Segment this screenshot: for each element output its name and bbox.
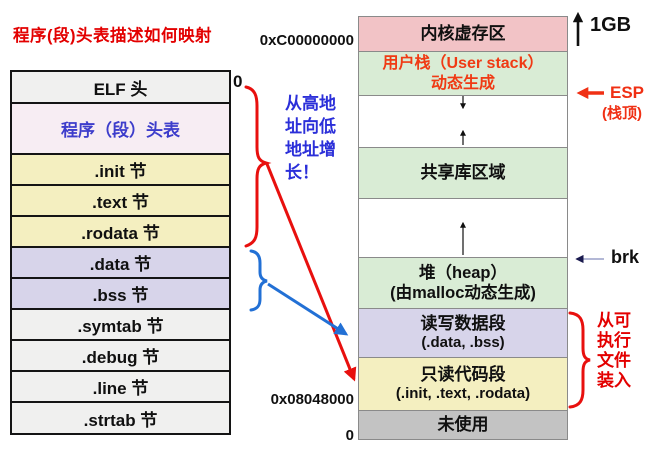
block-sublabel: (由malloc动态生成): [390, 284, 536, 302]
block-label: 堆（heap）: [418, 264, 507, 282]
blue-data-brace: [249, 249, 268, 312]
note-line: 从可: [597, 311, 631, 330]
row-label: .symtab 节: [77, 317, 164, 336]
note-line: 文件: [597, 351, 631, 370]
elf-row-rodata: .rodata 节: [12, 217, 229, 248]
note-line: 从高地: [285, 94, 336, 113]
blue-mapping-arrow: [267, 282, 349, 336]
esp-label: ESP: [610, 83, 645, 102]
block-label: 只读代码段: [420, 365, 506, 384]
elf-row-program-header-table: 程序（段）头表: [12, 104, 229, 155]
elf-file-table: ELF 头 程序（段）头表 .init 节 .text 节 .rodata 节 …: [10, 70, 231, 435]
block-label: 共享库区域: [420, 163, 506, 182]
note-line: 长！: [285, 163, 319, 182]
note-line: 地址增: [285, 140, 336, 159]
row-label: .strtab 节: [83, 410, 158, 430]
block-sublabel: (.data, .bss): [421, 334, 505, 351]
block-label: 读写数据段: [420, 314, 506, 333]
page-title: 程序(段)头表描述如何映射: [13, 27, 212, 45]
note-line: 址向低: [285, 117, 336, 136]
memory-block-kernel: 内核虚存区: [358, 16, 568, 52]
row-label: .init 节: [94, 162, 147, 181]
address-label-kernel-base: 0xC00000000: [259, 32, 354, 49]
block-label: 用户栈（User stack）: [382, 54, 544, 72]
elf-offset-zero-label: 0: [233, 72, 243, 91]
row-label: .bss 节: [92, 286, 149, 305]
load-from-executable-note: 从可 执行 文件 装入: [597, 311, 631, 391]
block-sublabel: 动态生成: [430, 74, 495, 92]
red-sections-brace: [244, 85, 272, 248]
row-label: 程序（段）头表: [61, 121, 180, 140]
elf-row-bss: .bss 节: [12, 279, 229, 310]
row-label: ELF 头: [93, 79, 148, 99]
memory-block-ro-code: 只读代码段 (.init, .text, .rodata): [358, 357, 568, 411]
address-label-zero: 0: [345, 427, 354, 444]
note-line: 装入: [597, 371, 631, 390]
block-label: 内核虚存区: [420, 24, 506, 43]
memory-block-heap: 堆（heap） (由malloc动态生成): [358, 257, 568, 309]
elf-row-line: .line 节: [12, 372, 229, 403]
memory-block-heap-gap: [358, 198, 568, 258]
red-mapping-arrow: [265, 163, 357, 382]
block-label: 未使用: [437, 415, 489, 434]
elf-row-init: .init 节: [12, 155, 229, 186]
memory-block-user-stack: 用户栈（User stack） 动态生成: [358, 51, 568, 96]
elf-row-symtab: .symtab 节: [12, 310, 229, 341]
memory-block-unused: 未使用: [358, 410, 568, 440]
row-label: .debug 节: [81, 348, 160, 367]
row-label: .line 节: [92, 379, 149, 398]
load-brace: [568, 311, 591, 409]
row-label: .data 节: [89, 255, 152, 274]
row-label: .text 节: [92, 193, 149, 212]
memory-block-stack-gap: [358, 95, 568, 148]
growth-direction-note: 从高地 址向低 地址增 长！: [285, 92, 336, 184]
row-label: .rodata 节: [81, 224, 160, 243]
elf-row-elf-header: ELF 头: [12, 72, 229, 104]
elf-row-strtab: .strtab 节: [12, 403, 229, 433]
block-sublabel: (.init, .text, .rodata): [395, 385, 531, 402]
note-line: 执行: [597, 331, 631, 350]
elf-row-text: .text 节: [12, 186, 229, 217]
elf-row-data: .data 节: [12, 248, 229, 279]
elf-row-debug: .debug 节: [12, 341, 229, 372]
address-label-code-base: 0x08048000: [270, 391, 354, 408]
brk-label: brk: [611, 247, 640, 267]
esp-subtitle: (栈顶): [602, 105, 642, 122]
memory-block-rw-data: 读写数据段 (.data, .bss): [358, 308, 568, 358]
memory-block-shared-lib: 共享库区域: [358, 147, 568, 199]
size-label-1gb: 1GB: [590, 14, 632, 36]
